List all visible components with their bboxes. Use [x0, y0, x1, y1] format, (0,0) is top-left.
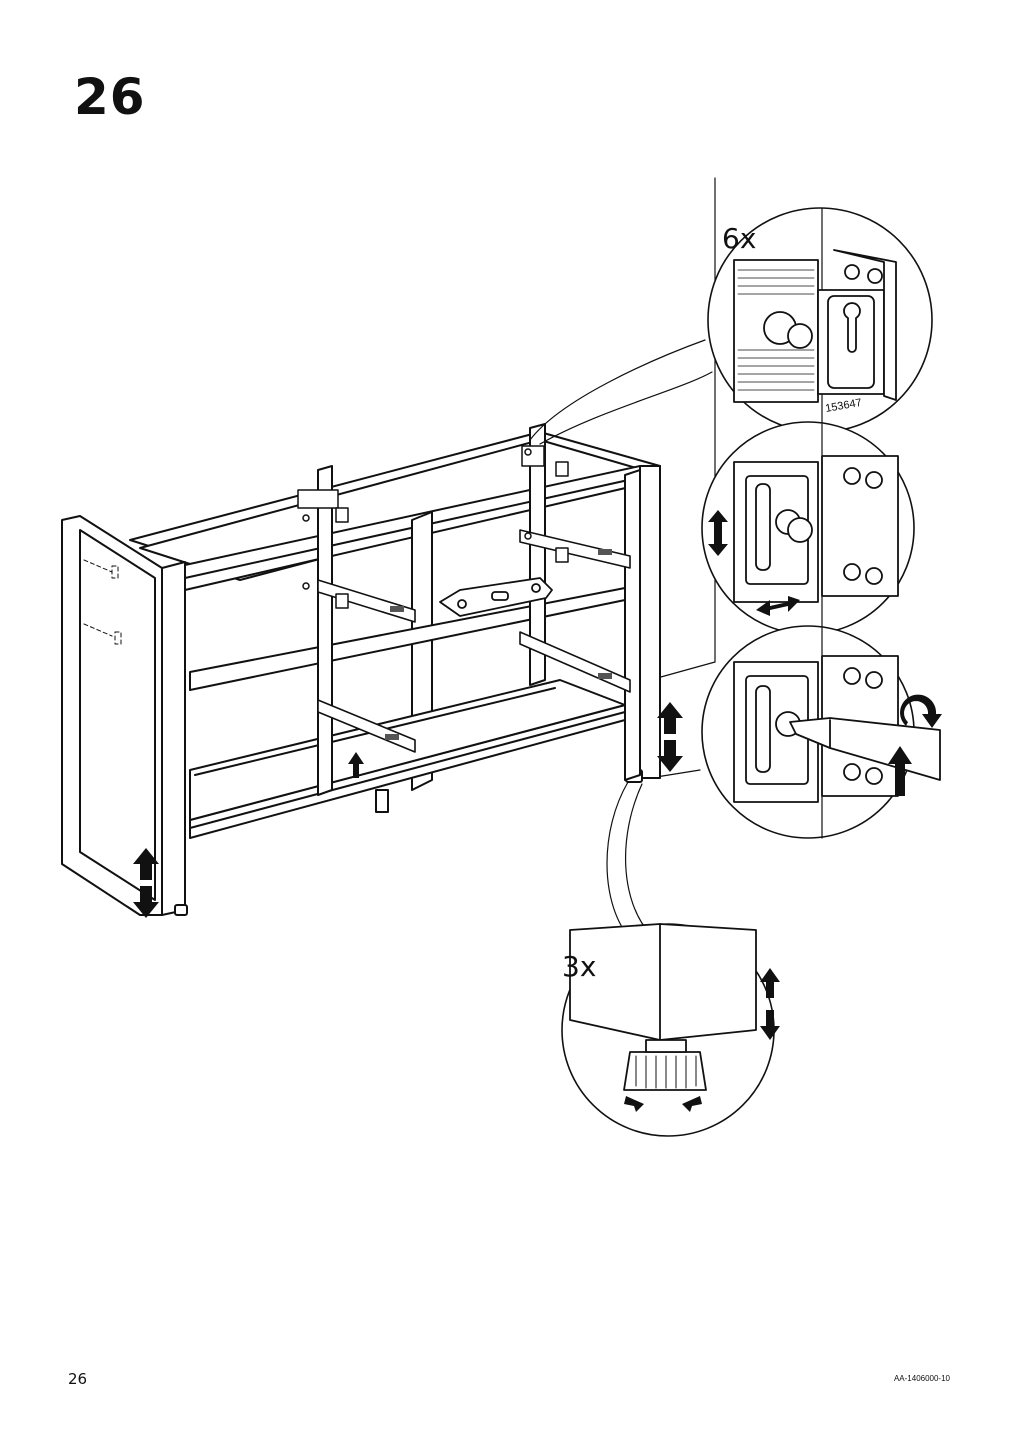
- rotate-arrow-icon: [900, 694, 942, 728]
- double-arrow-vertical-icon: [657, 702, 683, 772]
- callout-leader-bottom: [606, 781, 651, 937]
- callout-leader-top: [529, 339, 713, 445]
- curved-arrow-icon: [888, 746, 912, 796]
- adjust-callout-circle: [701, 421, 915, 635]
- foot-callout-circle: 3x: [561, 923, 780, 1137]
- page-number: 26: [68, 1370, 88, 1388]
- bracket-quantity: 6x: [722, 222, 756, 255]
- bracket-callout-circle: 6x 153647: [707, 207, 933, 433]
- rotate-arrow-icon: [624, 1096, 702, 1112]
- double-arrow-vertical-icon: [760, 968, 780, 1040]
- cabinet-frame: [61, 423, 661, 916]
- double-arrow-vertical-icon: [708, 510, 728, 556]
- drawer-runners: [317, 529, 631, 753]
- foot-quantity: 3x: [562, 950, 596, 983]
- double-arrow-vertical-icon: [133, 848, 159, 918]
- spirit-level: [439, 577, 553, 617]
- cabinet-wall-brackets: [297, 445, 569, 609]
- document-code: AA-1406000-10: [893, 1374, 950, 1383]
- step-number: 26: [74, 68, 146, 126]
- double-arrow-horizontal-icon: [756, 596, 800, 616]
- center-foot-up-arrow-icon: [348, 752, 364, 778]
- tighten-callout-circle: [701, 625, 942, 839]
- side-panel-hints: [83, 559, 122, 645]
